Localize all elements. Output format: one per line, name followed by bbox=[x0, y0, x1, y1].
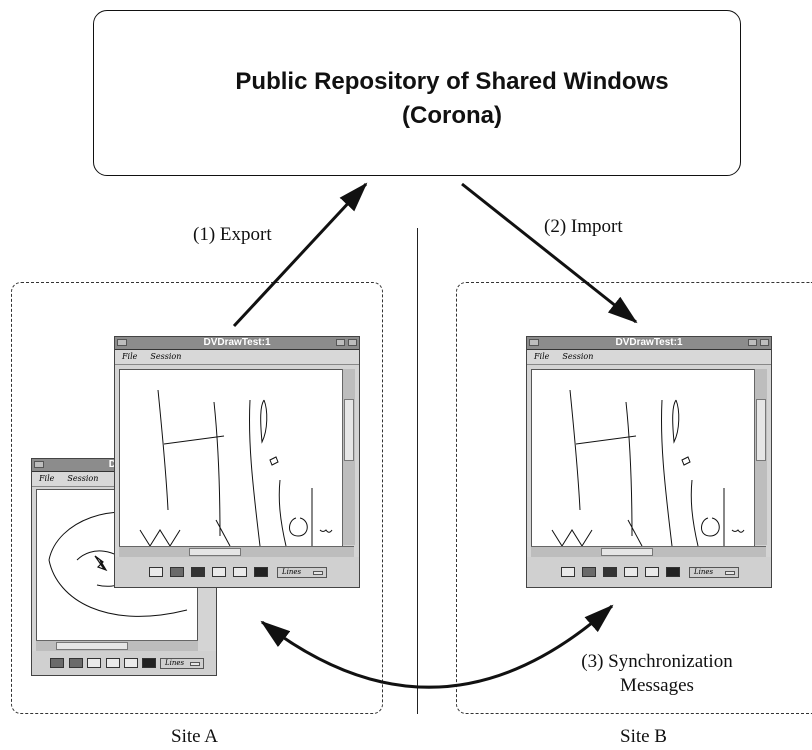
horizontal-scrollbar[interactable] bbox=[119, 546, 354, 557]
tool-button-2[interactable] bbox=[170, 567, 184, 577]
lines-select-label: Lines bbox=[165, 659, 185, 667]
front-window-site-a: DVDrawTest:1 File Session bbox=[114, 336, 360, 588]
window-title: DVDrawTest:1 bbox=[615, 337, 683, 348]
scroll-thumb[interactable] bbox=[56, 642, 128, 650]
menu-file[interactable]: File bbox=[534, 352, 550, 361]
export-label: (1) Export bbox=[193, 224, 272, 245]
tool-button-5[interactable] bbox=[124, 658, 138, 668]
vertical-scrollbar[interactable] bbox=[754, 369, 767, 545]
site-a-label: Site A bbox=[171, 726, 218, 747]
tool-button-6[interactable] bbox=[254, 567, 268, 577]
tool-button-2[interactable] bbox=[69, 658, 83, 668]
select-indicator-icon bbox=[725, 571, 735, 575]
scroll-thumb[interactable] bbox=[601, 548, 653, 556]
select-indicator-icon bbox=[313, 571, 323, 575]
repository-title-line1: Public Repository of Shared Windows bbox=[235, 68, 669, 95]
window-menu-button[interactable] bbox=[34, 461, 44, 468]
scroll-thumb[interactable] bbox=[344, 399, 354, 461]
tool-button-3[interactable] bbox=[603, 567, 617, 577]
menu-session[interactable]: Session bbox=[67, 474, 99, 483]
tool-button-6[interactable] bbox=[666, 567, 680, 577]
window-site-b: DVDrawTest:1 File Session bbox=[526, 336, 772, 588]
tool-button-2[interactable] bbox=[582, 567, 596, 577]
site-b-box bbox=[456, 282, 812, 714]
sync-label-line2: Messages bbox=[620, 675, 694, 696]
tool-button-4[interactable] bbox=[212, 567, 226, 577]
horizontal-scrollbar[interactable] bbox=[531, 546, 766, 557]
menu-bar: File Session bbox=[527, 350, 771, 365]
menu-file[interactable]: File bbox=[39, 474, 55, 483]
hello-world-sketch bbox=[551, 389, 745, 547]
title-bar[interactable] bbox=[527, 337, 771, 350]
lines-select-label: Lines bbox=[282, 568, 302, 576]
title-bar[interactable] bbox=[115, 337, 359, 350]
tool-button-3[interactable] bbox=[87, 658, 101, 668]
maximize-button[interactable] bbox=[760, 339, 769, 346]
tool-button-5[interactable] bbox=[645, 567, 659, 577]
window-menu-button[interactable] bbox=[117, 339, 127, 346]
menu-session[interactable]: Session bbox=[150, 352, 182, 361]
toolbar: Lines bbox=[32, 651, 216, 675]
site-a-box bbox=[11, 282, 383, 714]
menu-file[interactable]: File bbox=[122, 352, 138, 361]
sync-label: (3) Synchronization Messages bbox=[552, 650, 762, 698]
tool-button-1[interactable] bbox=[561, 567, 575, 577]
maximize-button[interactable] bbox=[348, 339, 357, 346]
public-repository-box: Public Repository of Shared Windows (Cor… bbox=[93, 10, 741, 176]
scroll-thumb[interactable] bbox=[189, 548, 241, 556]
lines-select[interactable]: Lines bbox=[277, 567, 327, 578]
select-indicator-icon bbox=[190, 662, 200, 666]
menu-bar: File Session bbox=[115, 350, 359, 365]
toolbar: Lines bbox=[115, 557, 359, 587]
scroll-thumb[interactable] bbox=[756, 399, 766, 461]
horizontal-scrollbar[interactable] bbox=[36, 640, 198, 651]
minimize-button[interactable] bbox=[336, 339, 345, 346]
sync-arrow bbox=[260, 604, 614, 689]
import-arrow bbox=[461, 182, 638, 324]
site-divider-line bbox=[417, 228, 418, 714]
tool-button-5[interactable] bbox=[233, 567, 247, 577]
window-menu-button[interactable] bbox=[529, 339, 539, 346]
window-title: DVDrawTest:1 bbox=[203, 337, 271, 348]
tool-button-3[interactable] bbox=[191, 567, 205, 577]
site-b-label: Site B bbox=[620, 726, 667, 747]
lines-select[interactable]: Lines bbox=[689, 567, 739, 578]
tool-button-1[interactable] bbox=[149, 567, 163, 577]
toolbar: Lines bbox=[527, 557, 771, 587]
vertical-scrollbar[interactable] bbox=[342, 369, 355, 545]
repository-title-line2: (Corona) bbox=[402, 102, 502, 129]
hello-world-sketch bbox=[139, 389, 333, 547]
sync-label-line1: (3) Synchronization bbox=[581, 651, 733, 672]
minimize-button[interactable] bbox=[748, 339, 757, 346]
repository-title: Public Repository of Shared Windows (Cor… bbox=[94, 65, 740, 133]
tool-button-1[interactable] bbox=[50, 658, 64, 668]
menu-session[interactable]: Session bbox=[562, 352, 594, 361]
tool-button-4[interactable] bbox=[106, 658, 120, 668]
drawing-canvas[interactable] bbox=[119, 369, 343, 547]
import-label: (2) Import bbox=[544, 216, 623, 237]
lines-select-label: Lines bbox=[694, 568, 714, 576]
tool-button-4[interactable] bbox=[624, 567, 638, 577]
lines-select[interactable]: Lines bbox=[160, 658, 204, 669]
tool-button-6[interactable] bbox=[142, 658, 156, 668]
export-arrow bbox=[232, 182, 368, 328]
